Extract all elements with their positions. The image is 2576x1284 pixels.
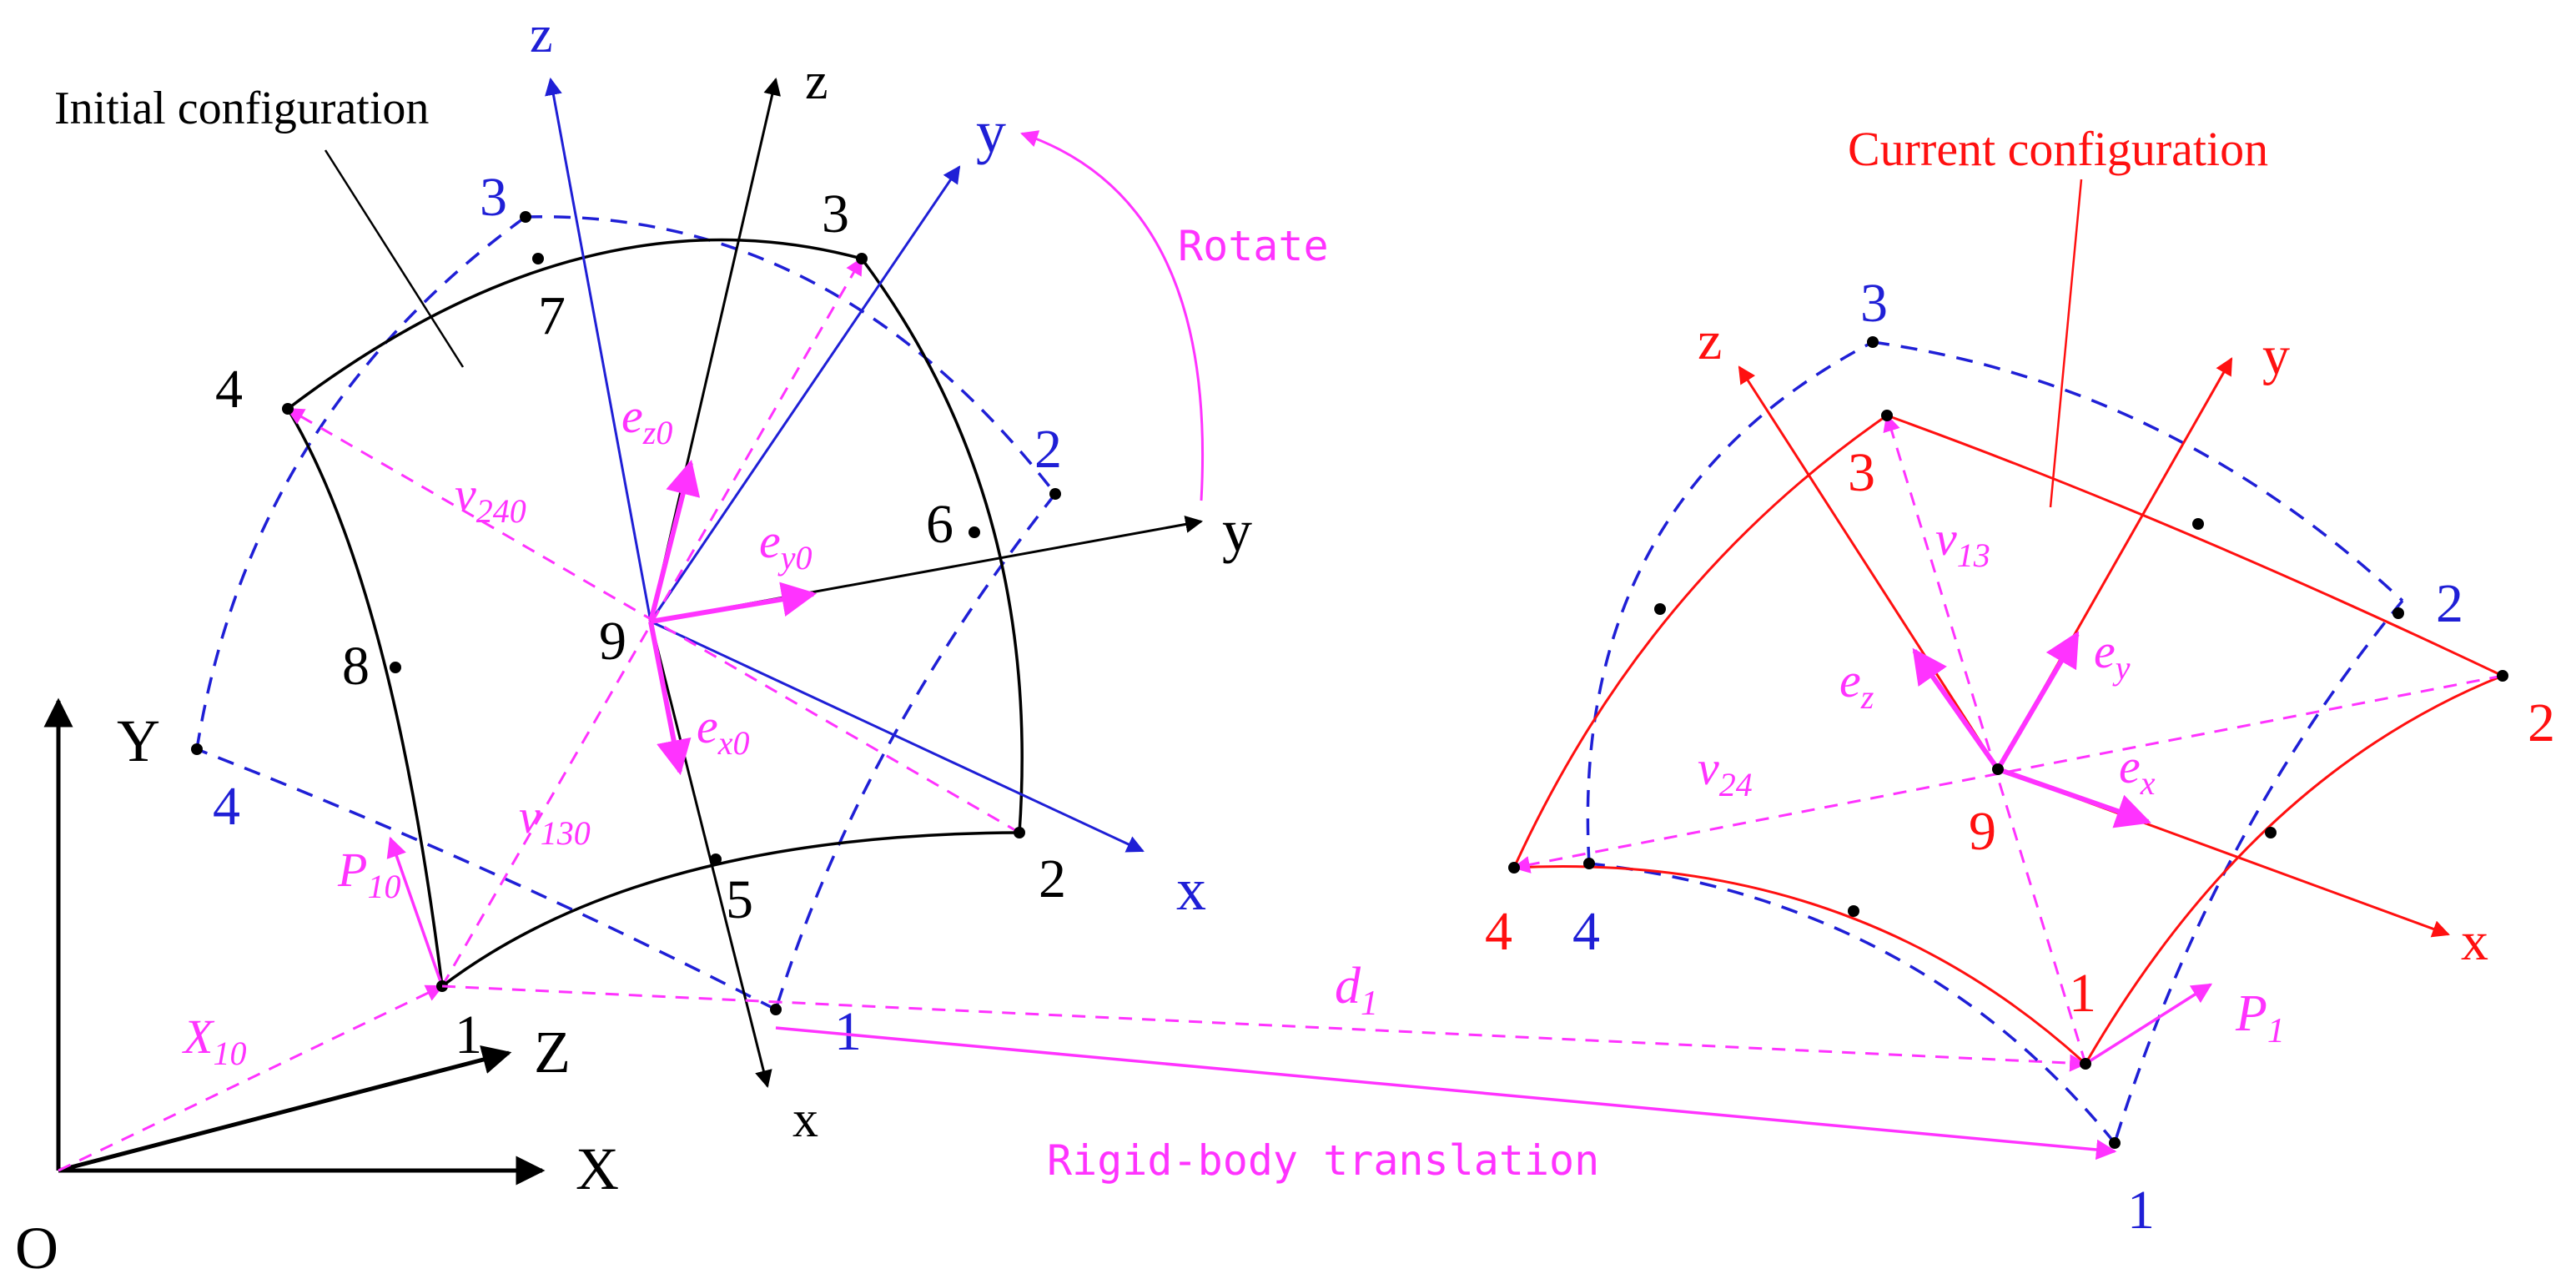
node-1-label: 1 (455, 1005, 482, 1065)
global-z-label: Z (534, 1019, 571, 1085)
v13-line (1883, 413, 2087, 1065)
cur-y-label: y (2262, 325, 2290, 386)
initial-element-solid (286, 238, 1024, 988)
rotate-label: Rotate (1178, 222, 1329, 270)
d1-vector (441, 984, 2088, 1072)
current-vector-labels: ez ey ex v13 v24 P1 (1698, 511, 2285, 1050)
initial-config-title: Initial configuration (54, 83, 429, 134)
translation-vectors: d1 Rigid-body translation (441, 958, 2117, 1185)
cur-ref-node-3-label: 3 (1860, 273, 1888, 334)
label-d1: d1 (1335, 958, 1378, 1023)
label-v24: v24 (1698, 741, 1753, 803)
origin-label: O (15, 1215, 58, 1281)
initial-node-labels: 1 2 3 4 5 6 7 8 9 3 2 1 4 (213, 167, 1066, 1065)
P1-vector (2085, 983, 2213, 1065)
ref-node-4-label: 4 (213, 776, 240, 837)
current-config-title: Current configuration (1848, 122, 2268, 176)
local-x-axis-blue (650, 620, 1145, 853)
blue-z-label: z (530, 7, 553, 63)
node-7-label: 7 (538, 285, 566, 346)
node-2-label: 2 (1039, 848, 1066, 909)
cur-z-label: z (1698, 310, 1722, 371)
local-z-axis-blue (545, 77, 652, 622)
node-9-label: 9 (599, 611, 626, 672)
current-diagonals (1512, 413, 2503, 1065)
ez-vector (1912, 647, 2000, 771)
ex0-vector (648, 621, 692, 776)
ref-node-3-label: 3 (480, 167, 507, 228)
local-axes-blue (545, 77, 1145, 853)
label-ez: ez (1839, 653, 1874, 716)
cur-node-4-label: 4 (1485, 901, 1512, 962)
initial-unit-vectors (58, 459, 818, 1172)
cur-ref-node-4-label: 4 (1572, 901, 1600, 962)
label-v240: v240 (455, 467, 526, 530)
label-v130: v130 (519, 789, 591, 852)
label-ey: ey (2094, 624, 2131, 687)
cur-node-9-label: 9 (1969, 801, 1996, 862)
initial-axis-labels: z z y y x x (530, 7, 1252, 1148)
label-v13: v13 (1935, 511, 1990, 574)
local-x-axis-black (649, 621, 772, 1089)
ref-node-1-label: 1 (834, 1001, 862, 1062)
rigid-translation-arrow (775, 1026, 2117, 1161)
current-element-solid (1512, 414, 2503, 1065)
rigid-translation-label: Rigid-body translation (1047, 1136, 1599, 1185)
label-ex0: ex0 (697, 699, 750, 762)
local-y-axis-blue (649, 165, 961, 622)
current-nodes (1508, 336, 2508, 1149)
black-x-label: x (792, 1091, 818, 1148)
cur-node-3-label: 3 (1848, 442, 1875, 503)
node-8-label: 8 (342, 636, 370, 697)
current-unit-vectors (1912, 631, 2213, 1065)
ref-node-2-label: 2 (1034, 419, 1062, 480)
initial-configuration: 1 2 3 4 5 6 7 8 9 3 2 1 4 z z y y x x ez… (54, 7, 1329, 1172)
cur-node-1-label: 1 (2069, 963, 2096, 1024)
current-config-pointer (2049, 179, 2083, 508)
global-x-label: X (576, 1135, 619, 1202)
current-axis-labels: z y x (1698, 310, 2488, 972)
initial-vector-labels: ez0 ey0 ex0 v240 v130 P10 X10 (182, 389, 813, 1072)
initial-config-pointer (324, 149, 465, 368)
cur-node-2-label: 2 (2528, 692, 2555, 753)
global-y-label: Y (117, 707, 160, 774)
global-z-axis (58, 1045, 512, 1173)
node-5-label: 5 (726, 869, 753, 930)
global-axes: Y X Z O (15, 697, 619, 1281)
blue-y-label: y (976, 98, 1006, 165)
ex-vector (1997, 767, 2151, 828)
ey0-vector (650, 582, 818, 624)
label-ex: ex (2119, 739, 2156, 802)
label-ey0: ey0 (759, 514, 813, 577)
black-z-label: z (805, 53, 828, 110)
ez0-vector (648, 459, 701, 622)
node-6-label: 6 (926, 494, 953, 555)
cur-x-label: x (2461, 911, 2488, 972)
current-configuration: 1 2 3 4 9 3 2 4 1 z y x ez ey ex v13 v24… (1485, 122, 2555, 1241)
X10-vector (58, 984, 444, 1172)
current-z-axis (1738, 365, 2000, 770)
label-ez0: ez0 (621, 389, 672, 451)
ey-vector (1995, 631, 2080, 771)
label-P1: P1 (2235, 985, 2285, 1050)
cur-ref-node-1-label: 1 (2127, 1180, 2155, 1241)
black-y-label: y (1222, 497, 1252, 564)
cur-ref-node-2-label: 2 (2436, 573, 2463, 634)
rotate-arrow (1020, 130, 1205, 501)
label-P10: P10 (337, 843, 400, 905)
local-axes-black (649, 77, 1204, 1089)
initial-nodes (191, 211, 1061, 1015)
node-4-label: 4 (215, 359, 243, 420)
label-X10: X10 (182, 1010, 246, 1072)
P10-vector (386, 836, 444, 987)
node-3-label: 3 (822, 184, 849, 244)
blue-x-label: x (1176, 856, 1206, 923)
current-reference-element-dashed (1586, 340, 2404, 1145)
current-node-labels: 1 2 3 4 9 3 2 4 1 (1485, 273, 2555, 1241)
